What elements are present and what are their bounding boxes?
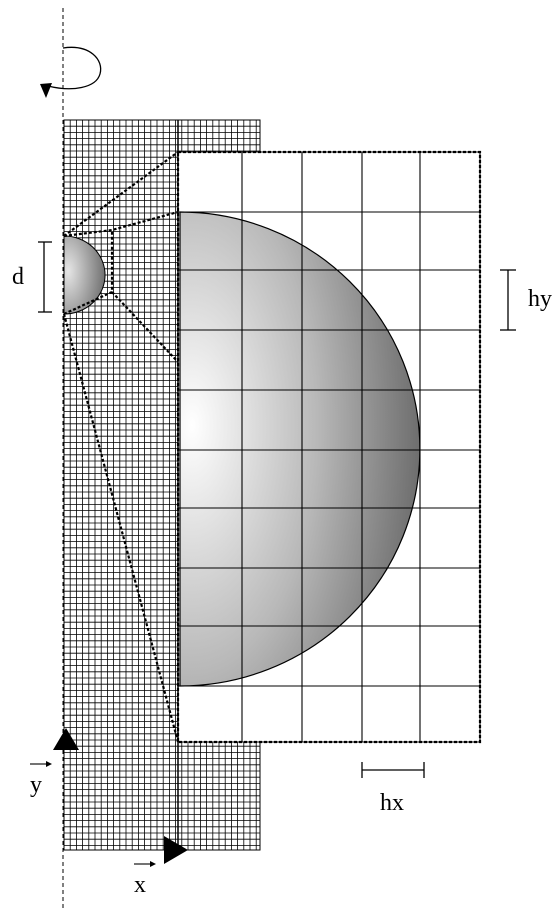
x-vector-arrow (134, 861, 156, 867)
triangle-up-icon (53, 728, 79, 750)
y-vector-arrow (30, 761, 52, 767)
projection-lines (62, 151, 180, 743)
hx-dimension-marker (361, 762, 425, 778)
hy-label: hy (528, 286, 552, 312)
small-sphere (63, 235, 106, 315)
rotation-arrow-icon (40, 46, 102, 98)
x-label: x (134, 872, 146, 898)
d-label: d (12, 264, 24, 290)
d-dimension-marker (38, 241, 52, 313)
refined-region-border (176, 150, 482, 744)
triangle-right-icon (164, 836, 188, 864)
hy-dimension-marker (500, 269, 516, 331)
hx-label: hx (380, 790, 404, 816)
y-label: y (30, 772, 42, 798)
